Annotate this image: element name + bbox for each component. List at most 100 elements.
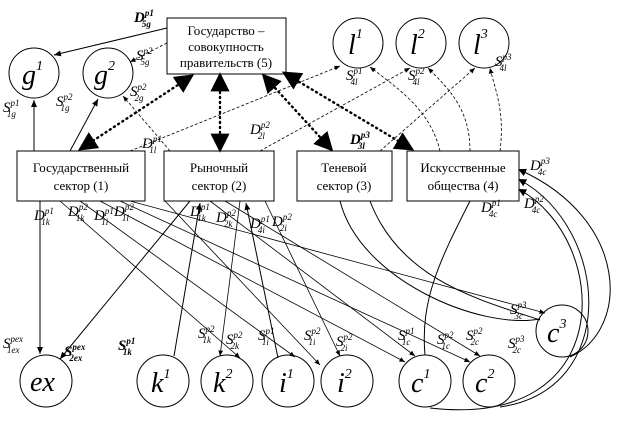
circle-k2: k2 <box>200 354 254 408</box>
svg-text:ex: ex <box>30 367 55 398</box>
arrow-c2-artificial <box>499 179 590 408</box>
market-sector-line-2: сектор (2) <box>192 178 247 193</box>
market-sector-box: Рыночный сектор (2) <box>163 150 275 202</box>
circle-g1: g1 <box>8 47 60 99</box>
svg-text:g1: g1 <box>22 59 43 91</box>
market-sector-line-1: Рыночный <box>190 160 248 175</box>
dash-gov-l1 <box>129 65 341 152</box>
arrow-market-k2 <box>218 200 241 357</box>
arrow-c3-artificial <box>518 168 611 358</box>
svg-text:k2: k2 <box>213 367 232 399</box>
artificial-line-2: общества (4) <box>428 178 499 193</box>
arrow-market-i2b <box>264 200 341 357</box>
circle-c1: c1 <box>398 354 452 408</box>
arrow-gov-g2 <box>69 98 99 152</box>
svg-text:l2: l2 <box>410 27 425 61</box>
arrow-shadow-c3b <box>369 200 541 321</box>
gov-sector-line-2: сектор (1) <box>54 178 109 193</box>
dash-art-l2 <box>427 67 471 152</box>
state-line-2: совокупность <box>188 39 264 54</box>
circle-c2: c2 <box>462 354 516 408</box>
dash-market-l2 <box>259 67 411 152</box>
dots-state-shadow <box>261 73 334 152</box>
circle-k1: k1 <box>136 354 190 408</box>
arrow-gov-c2 <box>119 200 471 363</box>
arrow-market-i2 <box>164 200 321 366</box>
artificial-line-1: Искусственные <box>420 160 505 175</box>
arrow-state-g1 <box>53 27 168 57</box>
arrow-gov-k2 <box>59 200 241 359</box>
svg-text:l1: l1 <box>348 27 363 61</box>
shadow-sector-line-1: Теневой <box>321 160 366 175</box>
gov-sector-line-1: Государственный <box>33 160 129 175</box>
svg-text:c2: c2 <box>475 367 494 399</box>
arrow-k1-market <box>173 202 202 357</box>
shadow-sector-box: Теневой сектор (3) <box>296 150 393 202</box>
svg-text:c3: c3 <box>547 317 566 349</box>
arrow-i1-market <box>244 202 279 359</box>
svg-text:i1: i1 <box>279 367 294 399</box>
dotted-arrows <box>77 71 415 153</box>
circle-i1: i1 <box>261 354 315 408</box>
arrow-gov-i1 <box>79 200 296 358</box>
state-box: Государство – совокупность правительств … <box>166 17 287 75</box>
arrow-market-c2 <box>224 200 481 357</box>
svg-text:l3: l3 <box>473 27 488 61</box>
svg-text:i2: i2 <box>337 367 352 399</box>
arrow-artificial-c1 <box>423 200 471 356</box>
svg-text:c1: c1 <box>411 367 430 399</box>
solid-arrows <box>31 27 611 411</box>
arrow-c1-artificial <box>429 189 583 411</box>
circle-l2: l2 <box>395 17 447 69</box>
circle-i2: i2 <box>320 354 374 408</box>
thin-flow-arrows <box>59 200 546 366</box>
arrow-gov-c3 <box>129 200 546 314</box>
dash-art-l1 <box>369 66 441 152</box>
dash-art-l3 <box>488 67 502 152</box>
circle-l3: l3 <box>458 17 510 69</box>
circle-g2: g2 <box>82 47 134 99</box>
arrow-gov-c1 <box>99 200 406 363</box>
dash-state-g2 <box>129 42 168 63</box>
arrow-market-ex <box>59 200 191 360</box>
shadow-sector-line-2: сектор (3) <box>317 178 372 193</box>
artificial-societies-box: Искусственные общества (4) <box>406 150 520 202</box>
circle-ex: ex <box>19 354 73 408</box>
arrow-shadow-c3 <box>339 200 541 321</box>
